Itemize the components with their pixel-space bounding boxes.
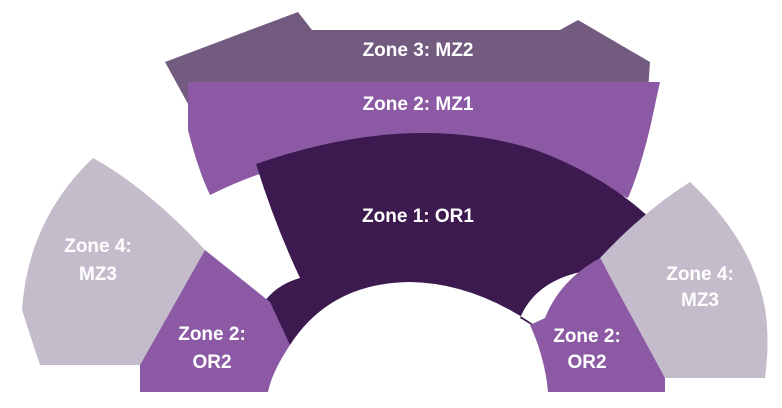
zone2-mz1-label: Zone 2: MZ1 <box>363 94 474 115</box>
zone2-or2-left-wedge <box>140 250 290 392</box>
zone2-right-label-line2: OR2 <box>567 352 606 373</box>
zone2-or2-right-wedge <box>530 258 665 392</box>
zone1-or1-area <box>256 132 656 345</box>
zone2-left-label-line2: OR2 <box>192 352 231 373</box>
arch-opening <box>286 290 548 408</box>
zone4-right-label-line1: Zone 4: <box>666 264 734 285</box>
zone4-right-label-line2: MZ3 <box>681 290 719 311</box>
zone4-left-label-line2: MZ3 <box>79 264 117 285</box>
zone1-or1-label: Zone 1: OR1 <box>362 206 474 227</box>
zone2-left-label-line1: Zone 2: <box>178 324 246 345</box>
zone1-notch <box>527 200 595 248</box>
zone2-right-label-line1: Zone 2: <box>553 326 621 347</box>
zone3-mz2-label: Zone 3: MZ2 <box>363 40 474 61</box>
zone4-mz3-right-wedge <box>600 182 768 378</box>
zone4-left-label-line1: Zone 4: <box>64 236 132 257</box>
zone4-mz3-left-wedge <box>22 158 205 365</box>
